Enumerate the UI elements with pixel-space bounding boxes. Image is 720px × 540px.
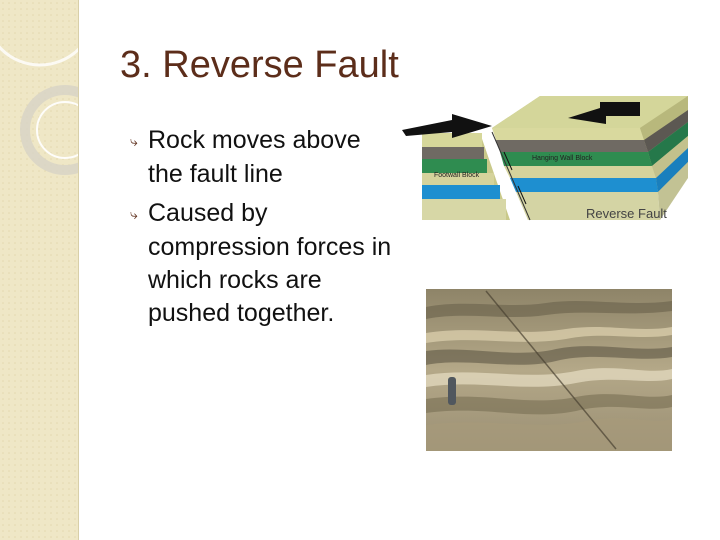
curl-bullet-icon: ⤷ [130, 132, 138, 149]
curl-bullet-icon: ⤷ [130, 205, 138, 222]
bullet-item: ⤷ Rock moves above the fault line [130, 124, 400, 191]
sidebar-pattern-icon [0, 0, 78, 540]
reverse-fault-diagram: Hanging Wall Block Footwall Block Revers… [402, 96, 688, 221]
left-arrow-icon [402, 114, 492, 138]
right-arrow-icon [568, 102, 640, 124]
bullet-list: ⤷ Rock moves above the fault line ⤷ Caused… [130, 124, 400, 330]
diagram-caption: Reverse Fault [586, 206, 667, 221]
bullet-item: ⤷ Caused by compression forces in which r… [130, 197, 400, 330]
hanging-wall-label: Hanging Wall Block [532, 155, 593, 162]
bullet-text-rest: the fault line [148, 159, 283, 188]
bullet-text-rest: compression forces in which rocks are pu… [148, 232, 392, 327]
pen-scale-icon [448, 377, 456, 405]
decorative-sidebar [0, 0, 79, 540]
bullet-text-first: Caused by [148, 198, 268, 227]
fault-photo [426, 289, 672, 451]
bullet-text-first: Rock moves above [148, 126, 361, 154]
footwall-label: Footwall Block [434, 172, 480, 179]
slide-title: 3. Reverse Fault [120, 44, 399, 86]
